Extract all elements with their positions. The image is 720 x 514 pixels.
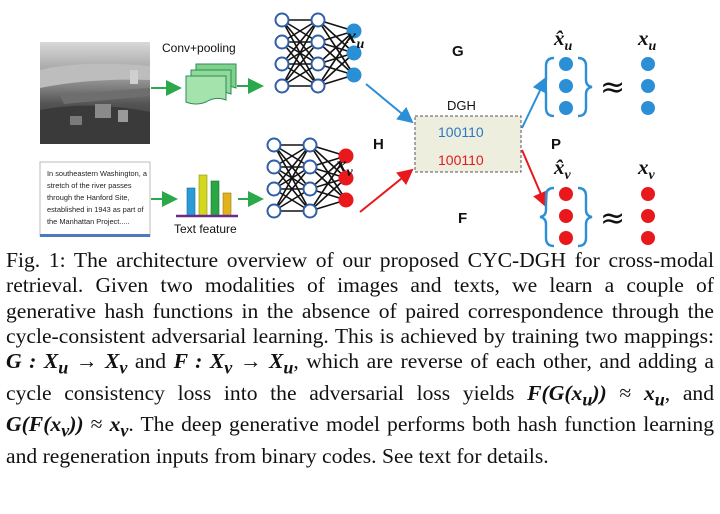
text-regen-arrow — [521, 149, 548, 208]
text-output-braces — [539, 186, 593, 248]
conv-pooling-label: Conv+pooling — [162, 41, 236, 55]
input-text-document: In southeastern Washington, a stretch of… — [39, 161, 151, 237]
reconstructed-node — [641, 57, 655, 71]
architecture-figure: In southeastern Washington, a stretch of… — [39, 12, 657, 248]
binary-code-text: 100110 — [438, 152, 484, 168]
figure-caption: Fig. 1: The architecture overview of our… — [6, 248, 715, 469]
text-feature-bars — [176, 174, 238, 218]
image-output-braces — [539, 56, 593, 118]
xu-hat-label: x̂u — [553, 26, 573, 54]
output-node — [346, 45, 362, 61]
network-node — [266, 137, 282, 153]
f-label: F — [458, 210, 467, 227]
reconstructed-node — [559, 187, 573, 201]
image-hash-arrow — [365, 83, 414, 124]
xv-hat-label: x̂v — [553, 155, 572, 183]
dgh-label: DGH — [447, 98, 476, 113]
network-node — [302, 159, 318, 175]
h-label: H — [373, 136, 384, 153]
output-node — [346, 23, 362, 39]
network-edge — [309, 177, 347, 212]
network-edge — [273, 166, 311, 212]
network-node — [310, 34, 326, 50]
network-edge — [317, 52, 355, 87]
network-node — [274, 56, 290, 72]
text-snippet-line: stretch of the river passes — [47, 181, 132, 190]
text-network — [266, 137, 354, 219]
dgh-code-box — [414, 115, 522, 173]
reconstructed-node — [559, 79, 573, 93]
network-node — [302, 137, 318, 153]
binary-code-image: 100110 — [438, 124, 484, 140]
reconstructed-node — [641, 187, 655, 201]
reconstructed-node — [641, 101, 655, 115]
network-edge — [309, 155, 347, 212]
reconstructed-node — [641, 209, 655, 223]
network-node — [266, 181, 282, 197]
reconstructed-node — [559, 101, 573, 115]
xu-label: xu — [345, 24, 365, 52]
network-edge — [317, 30, 355, 87]
network-edge — [273, 144, 311, 212]
reconstructed-node — [559, 57, 573, 71]
output-node — [338, 192, 354, 208]
approx-symbol-bottom: ≈ — [600, 201, 625, 236]
reconstructed-node — [559, 209, 573, 223]
output-node — [338, 170, 354, 186]
text-snippet-line: the Manhattan Project..... — [47, 217, 130, 226]
network-node — [266, 203, 282, 219]
text-snippet-line: In southeastern Washington, a — [47, 169, 148, 178]
output-node — [338, 148, 354, 164]
reconstructed-node — [641, 231, 655, 245]
xv-label: xv — [335, 152, 354, 180]
xu-right-label: xu — [637, 26, 657, 54]
network-edge — [317, 30, 355, 65]
network-node — [274, 78, 290, 94]
network-node — [302, 203, 318, 219]
text-snippet-line: established in 1943 as part of — [47, 205, 145, 214]
network-edge — [273, 144, 311, 190]
output-nodes — [559, 57, 655, 245]
network-edge — [281, 19, 319, 65]
image-network — [274, 12, 362, 94]
reconstructed-node — [559, 231, 573, 245]
xv-right-label: xv — [637, 155, 656, 183]
text-hash-arrow — [359, 168, 414, 213]
text-snippet-line: through the Hanford Site, — [47, 193, 130, 202]
approx-symbol-top: ≈ — [600, 70, 625, 105]
network-edge — [281, 41, 319, 87]
conv-feature-maps — [185, 63, 237, 105]
network-node — [310, 12, 326, 28]
input-photo — [40, 42, 150, 144]
network-node — [310, 56, 326, 72]
reconstructed-node — [641, 79, 655, 93]
p-label: P — [551, 136, 561, 153]
network-node — [274, 34, 290, 50]
network-node — [266, 159, 282, 175]
network-node — [302, 181, 318, 197]
network-edge — [309, 155, 347, 190]
network-edge — [281, 19, 319, 87]
network-node — [310, 78, 326, 94]
network-node — [274, 12, 290, 28]
text-feature-label: Text feature — [174, 222, 237, 236]
g-label: G — [452, 43, 464, 60]
output-node — [346, 67, 362, 83]
